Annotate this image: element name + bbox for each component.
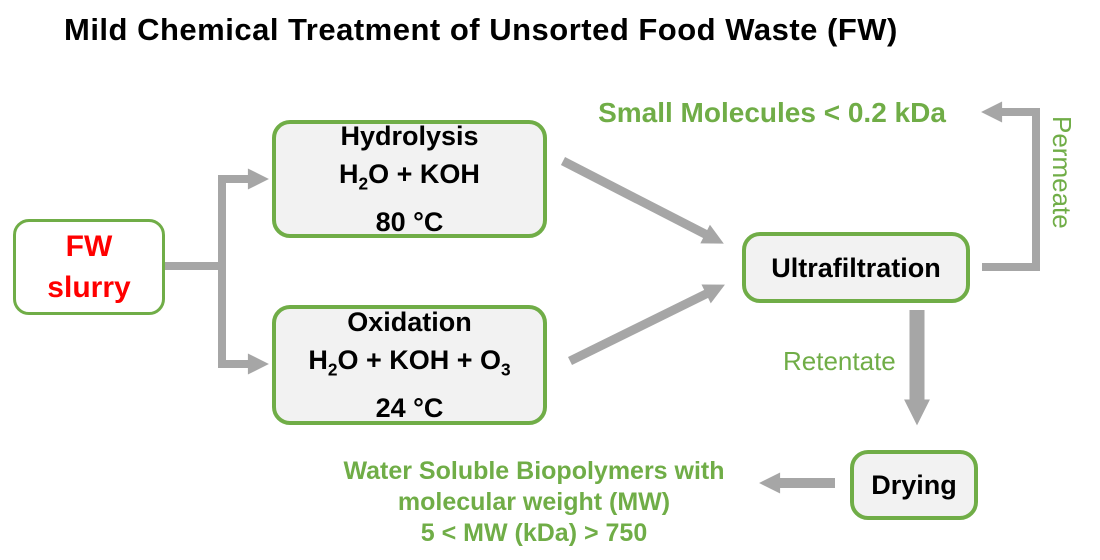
node-oxidation: Oxidation H2O + KOH + O3 24 °C: [272, 305, 547, 425]
node-ultrafiltration: Ultrafiltration: [742, 232, 970, 303]
arrow-permeate-path: [981, 101, 1040, 271]
hydrolysis-formula-mid: O + KOH: [368, 159, 480, 190]
drying-name: Drying: [871, 470, 957, 500]
arrow-fw-branch-connector: [165, 175, 226, 368]
arrow-oxidation-to-ultrafiltration: [568, 284, 725, 366]
label-permeate: Permeate: [1047, 116, 1077, 229]
hydrolysis-formula-sub1: 2: [358, 173, 369, 194]
fw-slurry-label-line1: FW: [65, 230, 113, 263]
hydrolysis-formula: H2O + KOH: [339, 155, 480, 202]
label-output-biopolymers: Water Soluble Biopolymers with molecular…: [328, 456, 740, 549]
ultrafiltration-name: Ultrafiltration: [771, 252, 941, 283]
diagram-title: Mild Chemical Treatment of Unsorted Food…: [64, 12, 898, 47]
node-fw-slurry: FW slurry: [13, 219, 165, 315]
oxidation-name: Oxidation: [347, 307, 472, 338]
node-drying: Drying: [850, 450, 978, 520]
hydrolysis-formula-pre: H: [339, 159, 359, 190]
node-hydrolysis: Hydrolysis H2O + KOH 80 °C: [272, 120, 547, 238]
oxidation-temperature: 24 °C: [375, 392, 444, 423]
oxidation-formula-sub2: 3: [501, 359, 511, 380]
oxidation-formula-sub1: 2: [327, 359, 338, 380]
oxidation-formula-pre: H: [308, 345, 328, 376]
oxidation-formula-mid: O + KOH + O: [337, 345, 502, 376]
label-retentate: Retentate: [783, 346, 896, 376]
hydrolysis-name: Hydrolysis: [340, 121, 479, 152]
hydrolysis-temperature: 80 °C: [375, 206, 444, 237]
label-small-molecules: Small Molecules < 0.2 kDa: [598, 97, 946, 128]
label-output-line2: molecular weight (MW): [397, 488, 671, 516]
oxidation-formula: H2O + KOH + O3: [308, 341, 510, 388]
arrow-hydrolysis-to-ultrafiltration: [560, 156, 724, 244]
label-output-line3: 5 < MW (kDa) > 750: [420, 519, 648, 547]
fw-slurry-label-line2: slurry: [47, 271, 131, 304]
label-output-line1: Water Soluble Biopolymers with: [343, 457, 725, 485]
